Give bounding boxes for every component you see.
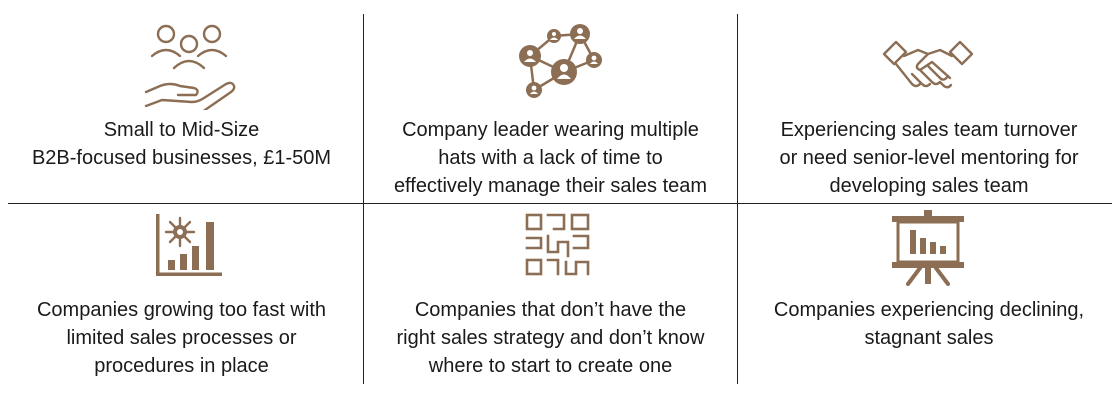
cell-line: procedures in place [94,355,269,377]
cell-declining-sales: Companies experiencing declining, stagna… [738,204,1120,402]
cell-line: or need senior-level mentoring for [779,147,1079,169]
cell-line: Company leader wearing multiple [402,119,699,141]
maze-icon [524,212,592,278]
people-in-hand-icon [144,22,236,110]
cell-line: Companies experiencing declining, [773,299,1085,321]
cell-line: Experiencing sales team turnover [780,119,1078,141]
cell-line: stagnant sales [864,327,994,349]
cell-line: B2B-focused businesses, £1-50M [31,147,332,169]
cell-sales-team-turnover: Experiencing sales team turnover or need… [738,0,1120,203]
handshake-icon [882,38,974,96]
cell-line: limited sales processes or [66,327,297,349]
cell-line: Small to Mid-Size [103,119,260,141]
cell-line: right sales strategy and don’t know [396,327,705,349]
cell-line: where to start to create one [428,355,673,377]
cell-text: Companies that don’t have the right sale… [364,296,737,380]
cell-no-sales-strategy: Companies that don’t have the right sale… [364,204,737,402]
cell-company-leader: Company leader wearing multiple hats wit… [364,0,737,203]
cell-text: Company leader wearing multiple hats wit… [364,116,737,200]
presentation-board-icon [890,210,966,286]
cell-line: effectively manage their sales team [393,175,708,197]
cell-text: Small to Mid-Size B2B-focused businesses… [0,116,363,172]
cell-growing-too-fast: Companies growing too fast with limited … [0,204,363,402]
cell-line: Companies growing too fast with [36,299,327,321]
cell-text: Companies growing too fast with limited … [0,296,363,380]
cell-text: Experiencing sales team turnover or need… [738,116,1120,200]
divider-vertical-right [737,14,738,384]
cell-text: Companies experiencing declining, stagna… [738,296,1120,352]
cell-small-mid-size: Small to Mid-Size B2B-focused businesses… [0,0,363,203]
cell-line: Companies that don’t have the [414,299,687,321]
divider-horizontal [8,203,1112,204]
cell-line: developing sales team [829,175,1029,197]
cell-line: hats with a lack of time to [438,147,663,169]
divider-vertical-left [363,14,364,384]
network-people-icon [514,22,604,102]
growth-chart-virus-icon [154,212,224,278]
